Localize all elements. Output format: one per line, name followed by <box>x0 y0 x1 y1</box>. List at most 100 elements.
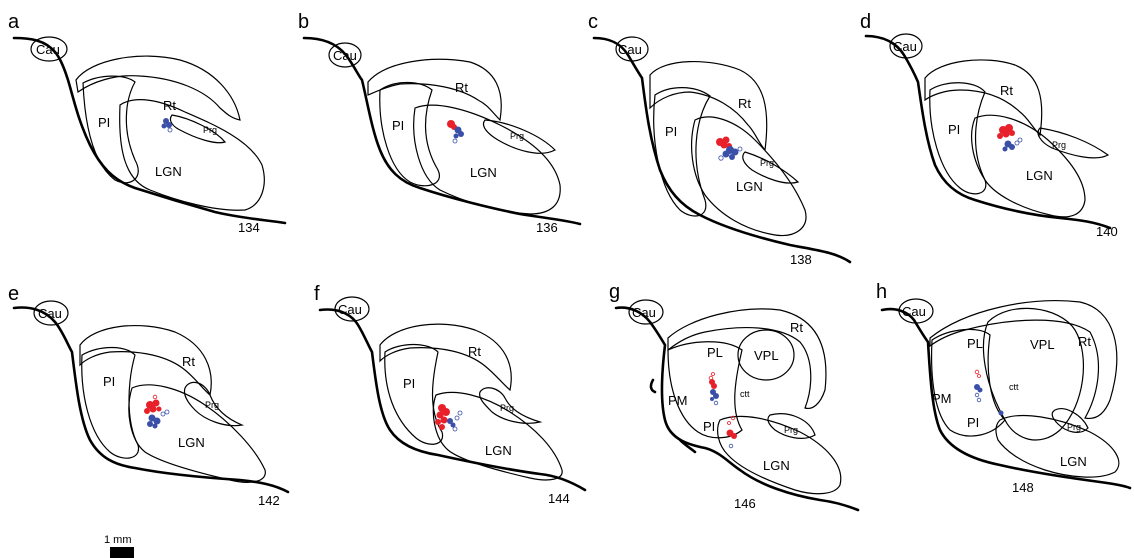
red-labeled-cells <box>975 370 980 377</box>
brain-surface-outline <box>320 310 585 491</box>
label-lgn: LGN <box>1060 454 1087 469</box>
label-pl: PL <box>967 336 983 351</box>
panel-letter: c <box>588 11 598 33</box>
panel-letter: a <box>8 11 20 33</box>
label-lgn: LGN <box>485 443 512 458</box>
label-lgn: LGN <box>155 164 182 179</box>
brain-surface-outline <box>304 38 580 224</box>
label-lgn: LGN <box>736 179 763 194</box>
label-pi: PI <box>403 376 415 391</box>
brain-surface-outline <box>616 308 858 510</box>
brain-surface-outline <box>882 309 1130 488</box>
label-rt: Rt <box>790 320 803 335</box>
lgn-outline <box>692 117 806 236</box>
label-pi: PI <box>703 419 715 434</box>
pi-outline <box>930 83 986 194</box>
panel-g: g Cau Rt VPL PL PM ctt PI LGN Prg <box>609 281 858 511</box>
pi-outline <box>83 76 138 183</box>
label-ctt: ctt <box>1009 382 1019 392</box>
label-prg: Prg <box>784 425 798 435</box>
label-lgn: LGN <box>1026 168 1053 183</box>
label-lgn: LGN <box>470 165 497 180</box>
label-lgn: LGN <box>763 458 790 473</box>
lgn-outline <box>414 105 560 214</box>
lgn-outline <box>120 100 265 211</box>
red-labeled-cells <box>144 395 162 414</box>
label-pm: PM <box>932 391 952 406</box>
section-number: 140 <box>1096 224 1118 239</box>
blue-labeled-cells <box>1003 138 1023 152</box>
label-cau: Cau <box>632 305 656 320</box>
label-rt: Rt <box>468 344 481 359</box>
label-rt: Rt <box>1000 83 1013 98</box>
label-prg: Prg <box>205 400 219 410</box>
lgn-outline <box>129 385 265 482</box>
red-labeled-cells <box>997 124 1015 139</box>
lgn-outline <box>972 115 1085 217</box>
rt-outline <box>380 324 511 390</box>
label-cau: Cau <box>893 39 917 54</box>
brain-surface-outline <box>14 38 285 223</box>
section-number: 138 <box>790 252 812 267</box>
scale-bar-rect <box>110 547 134 558</box>
label-cau: Cau <box>902 304 926 319</box>
label-prg: Prg <box>1067 422 1081 432</box>
pi-outline <box>654 88 710 216</box>
prg-outline <box>1038 128 1108 158</box>
brain-surface-outline <box>594 38 850 262</box>
panel-letter: e <box>8 283 19 305</box>
label-pi: PI <box>103 374 115 389</box>
lgn-outline <box>718 416 841 493</box>
panel-a: a Cau Rt PI LGN Prg 134 <box>8 11 285 235</box>
blue-labeled-cells <box>719 146 742 160</box>
section-number: 136 <box>536 220 558 235</box>
brain-notch <box>651 380 655 392</box>
section-number: 148 <box>1012 480 1034 495</box>
scale-bar-label: 1 mm <box>104 534 132 546</box>
label-cau: Cau <box>338 302 362 317</box>
panel-h: h Cau Rt VPL PL PM ctt PI LGN Prg 148 <box>876 281 1130 495</box>
label-cau: Cau <box>618 42 642 57</box>
rt-outline <box>930 301 1117 419</box>
panel-letter: b <box>298 11 309 33</box>
brain-surface-outline <box>14 308 288 492</box>
label-cau: Cau <box>36 42 60 57</box>
label-rt: Rt <box>182 354 195 369</box>
label-rt: Rt <box>455 80 468 95</box>
label-prg: Prg <box>500 403 514 413</box>
label-cau: Cau <box>38 306 62 321</box>
section-number: 134 <box>238 220 260 235</box>
panel-letter: g <box>609 281 620 303</box>
rt-outline <box>76 56 240 120</box>
panel-f: f Cau Rt PI LGN Prg 144 <box>314 283 585 506</box>
pi-outline <box>380 83 440 186</box>
label-vpl: VPL <box>754 348 779 363</box>
panel-letter: d <box>860 11 871 33</box>
label-lgn: LGN <box>178 435 205 450</box>
pi-outline <box>385 345 443 445</box>
label-prg: Prg <box>510 131 524 141</box>
panel-e: e Cau Rt PI LGN Prg 142 <box>8 283 288 508</box>
section-number: 146 <box>734 496 756 511</box>
brain-surface-outline <box>866 36 1110 228</box>
panel-letter: h <box>876 281 887 303</box>
label-prg: Prg <box>203 125 217 135</box>
label-vpl: VPL <box>1030 337 1055 352</box>
vpl-outline <box>983 308 1083 440</box>
label-pm: PM <box>668 393 688 408</box>
label-pi: PI <box>948 122 960 137</box>
label-cau: Cau <box>333 48 357 63</box>
red-labeled-cells <box>435 404 450 430</box>
blue-labeled-cells <box>147 410 169 429</box>
panel-letter: f <box>314 283 320 305</box>
label-pi: PI <box>392 118 404 133</box>
label-pi: PI <box>98 115 110 130</box>
panel-b: b Cau Rt PI LGN Prg 136 <box>298 11 580 235</box>
blue-labeled-cells <box>974 384 1004 416</box>
panel-c: c Cau Rt PI LGN Prg 138 <box>588 11 850 267</box>
scale-bar: 1 mm <box>104 534 134 558</box>
section-number: 142 <box>258 493 280 508</box>
label-ctt: ctt <box>740 389 750 399</box>
label-prg: Prg <box>760 158 774 168</box>
